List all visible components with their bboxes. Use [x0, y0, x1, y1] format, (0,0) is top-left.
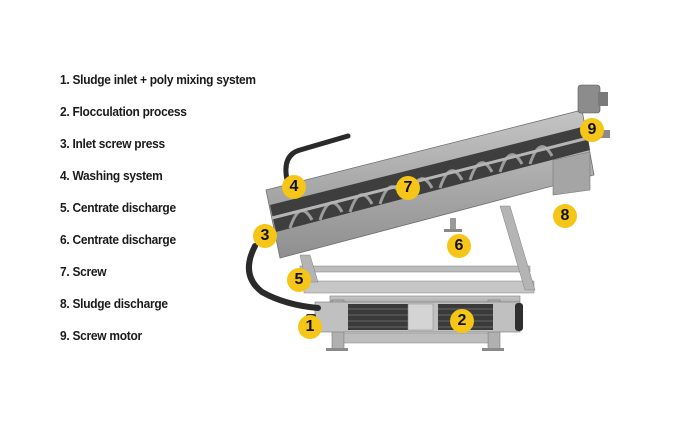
legend-item-screw-motor: 9. Screw motor [60, 328, 142, 343]
callout-1: 1 [298, 315, 322, 339]
legend-item-inlet-screw-press: 3. Inlet screw press [60, 136, 165, 151]
legend-item-flocculation: 2. Flocculation process [60, 104, 187, 119]
legend-item-centrate-discharge-6: 6. Centrate discharge [60, 232, 176, 247]
callout-6: 6 [447, 234, 471, 258]
wash-pipe [283, 133, 351, 183]
callout-4: 4 [282, 175, 306, 199]
inlet-hose [245, 243, 321, 311]
legend-item-sludge-discharge: 8. Sludge discharge [60, 296, 168, 311]
legend-item-washing-system: 4. Washing system [60, 168, 163, 183]
upper-support-frame [299, 205, 536, 294]
legend-item-screw: 7. Screw [60, 264, 107, 279]
callout-8: 8 [553, 204, 577, 228]
legend-item-sludge-inlet: 1. Sludge inlet + poly mixing system [60, 72, 256, 87]
callout-3: 3 [253, 224, 277, 248]
callout-5: 5 [287, 268, 311, 292]
inclined-screw-body [265, 109, 595, 259]
flocculation-tank [306, 301, 523, 333]
callout-2: 2 [450, 309, 474, 333]
callout-9: 9 [580, 118, 604, 142]
legend-item-centrate-discharge-5: 5. Centrate discharge [60, 200, 176, 215]
callout-7: 7 [396, 176, 420, 200]
